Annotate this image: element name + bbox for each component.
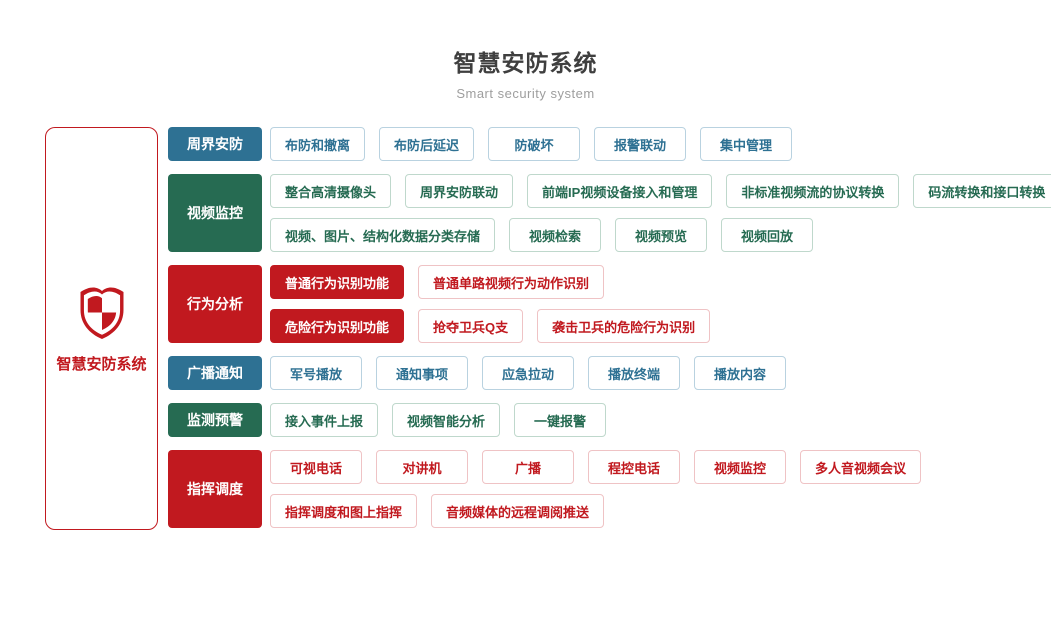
feature-row: 广播通知军号播放通知事项应急拉动播放终端播放内容 — [168, 356, 1051, 390]
diagram: 智慧安防系统 周界安防布防和撤离布防后延迟防破坏报警联动集中管理视频监控整合高清… — [45, 127, 1051, 530]
feature-chip: 非标准视频流的协议转换 — [726, 174, 900, 208]
root-label: 智慧安防系统 — [56, 355, 147, 373]
category-header-green: 视频监控 — [168, 174, 262, 252]
feature-chip: 防破坏 — [488, 127, 581, 161]
page-subtitle: Smart security system — [456, 86, 595, 101]
feature-chip: 码流转换和接口转换 — [913, 174, 1051, 208]
feature-row: 行为分析普通行为识别功能普通单路视频行为动作识别危险行为识别功能抢夺卫兵Q支袭击… — [168, 265, 1051, 343]
category-header-green: 监测预警 — [168, 403, 262, 437]
feature-line: 视频、图片、结构化数据分类存储视频检索视频预览视频回放 — [270, 218, 1051, 252]
feature-line: 可视电话对讲机广播程控电话视频监控多人音视频会议 — [270, 450, 922, 484]
feature-chip: 应急拉动 — [482, 356, 574, 390]
feature-chip: 集中管理 — [700, 127, 793, 161]
feature-rows: 周界安防布防和撤离布防后延迟防破坏报警联动集中管理视频监控整合高清摄像头周界安防… — [168, 127, 1051, 530]
feature-chip: 前端IP视频设备接入和管理 — [527, 174, 713, 208]
feature-chip: 广播 — [482, 450, 574, 484]
feature-line: 普通行为识别功能普通单路视频行为动作识别 — [270, 265, 710, 299]
feature-row: 监测预警接入事件上报视频智能分析一键报警 — [168, 403, 1051, 437]
feature-lines: 接入事件上报视频智能分析一键报警 — [270, 403, 607, 437]
feature-row: 视频监控整合高清摄像头周界安防联动前端IP视频设备接入和管理非标准视频流的协议转… — [168, 174, 1051, 252]
feature-chip: 程控电话 — [588, 450, 680, 484]
feature-chip: 周界安防联动 — [405, 174, 514, 208]
feature-chip: 可视电话 — [270, 450, 362, 484]
feature-chip: 通知事项 — [376, 356, 468, 390]
feature-chip: 多人音视频会议 — [800, 450, 922, 484]
feature-chip: 布防和撤离 — [270, 127, 366, 161]
feature-chip: 视频预览 — [615, 218, 708, 252]
feature-chip: 整合高清摄像头 — [270, 174, 392, 208]
feature-row: 周界安防布防和撤离布防后延迟防破坏报警联动集中管理 — [168, 127, 1051, 161]
feature-chip: 对讲机 — [376, 450, 468, 484]
feature-line: 指挥调度和图上指挥音频媒体的远程调阅推送 — [270, 494, 921, 528]
feature-chip: 布防后延迟 — [379, 127, 475, 161]
root-node: 智慧安防系统 — [45, 127, 158, 530]
feature-line: 接入事件上报视频智能分析一键报警 — [270, 403, 607, 437]
shield-icon — [80, 287, 123, 339]
feature-chip: 一键报警 — [514, 403, 607, 437]
feature-chip: 播放终端 — [588, 356, 680, 390]
feature-lines: 可视电话对讲机广播程控电话视频监控多人音视频会议指挥调度和图上指挥音频媒体的远程… — [270, 450, 922, 528]
category-header-red: 行为分析 — [168, 265, 262, 343]
title-block: 智慧安防系统 Smart security system — [0, 0, 1051, 101]
feature-chip: 视频监控 — [694, 450, 786, 484]
feature-chip: 危险行为识别功能 — [270, 309, 405, 343]
feature-chip: 视频、图片、结构化数据分类存储 — [270, 218, 496, 252]
category-header-red: 指挥调度 — [168, 450, 262, 528]
feature-chip: 接入事件上报 — [270, 403, 379, 437]
feature-line: 整合高清摄像头周界安防联动前端IP视频设备接入和管理非标准视频流的协议转换码流转… — [270, 174, 1051, 208]
page-title: 智慧安防系统 — [453, 50, 598, 76]
feature-line: 布防和撤离布防后延迟防破坏报警联动集中管理 — [270, 127, 793, 161]
feature-chip: 军号播放 — [270, 356, 362, 390]
feature-lines: 军号播放通知事项应急拉动播放终端播放内容 — [270, 356, 786, 390]
feature-chip: 视频检索 — [509, 218, 602, 252]
feature-row: 指挥调度可视电话对讲机广播程控电话视频监控多人音视频会议指挥调度和图上指挥音频媒… — [168, 450, 1051, 528]
feature-chip: 报警联动 — [594, 127, 687, 161]
feature-chip: 抢夺卫兵Q支 — [418, 309, 524, 343]
feature-chip: 视频回放 — [721, 218, 814, 252]
feature-lines: 普通行为识别功能普通单路视频行为动作识别危险行为识别功能抢夺卫兵Q支袭击卫兵的危… — [270, 265, 711, 343]
feature-chip: 播放内容 — [694, 356, 786, 390]
category-header-blue: 周界安防 — [168, 127, 262, 161]
feature-chip: 视频智能分析 — [392, 403, 501, 437]
feature-chip: 袭击卫兵的危险行为识别 — [537, 309, 711, 343]
feature-lines: 整合高清摄像头周界安防联动前端IP视频设备接入和管理非标准视频流的协议转换码流转… — [270, 174, 1051, 252]
feature-line: 危险行为识别功能抢夺卫兵Q支袭击卫兵的危险行为识别 — [270, 309, 711, 343]
feature-chip: 普通单路视频行为动作识别 — [418, 265, 605, 299]
category-header-blue: 广播通知 — [168, 356, 262, 390]
feature-line: 军号播放通知事项应急拉动播放终端播放内容 — [270, 356, 786, 390]
feature-chip: 普通行为识别功能 — [270, 265, 405, 299]
feature-chip: 指挥调度和图上指挥 — [270, 494, 418, 528]
feature-chip: 音频媒体的远程调阅推送 — [431, 494, 605, 528]
feature-lines: 布防和撤离布防后延迟防破坏报警联动集中管理 — [270, 127, 793, 161]
